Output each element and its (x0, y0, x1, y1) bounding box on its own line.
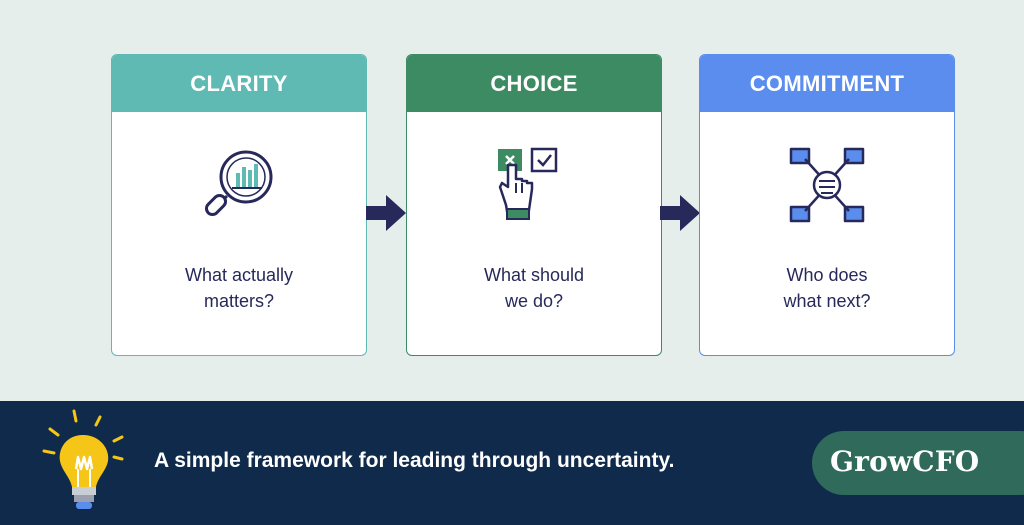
card-question: What should we do? (483, 265, 585, 311)
magnifier-chart-icon (112, 145, 366, 225)
clarity-card: CLARITY What actually matters? (111, 54, 367, 356)
footer-banner: A simple framework for leading through u… (0, 401, 1024, 525)
logo-text: GrowCFO (830, 445, 980, 478)
team-hands-icon (700, 145, 954, 225)
card-title: COMMITMENT (700, 55, 954, 112)
growcfo-logo[interactable]: GrowCFO (812, 431, 1024, 495)
arrow-right-icon (660, 195, 700, 231)
arrow-right-icon (366, 195, 406, 231)
card-title: CHOICE (407, 55, 661, 112)
choice-card: CHOICE What should we do? (406, 54, 662, 356)
lightbulb-icon (42, 409, 124, 509)
card-question: Who does what next? (783, 265, 871, 311)
card-title: CLARITY (112, 55, 366, 112)
commitment-card: COMMITMENT Who does what next? (699, 54, 955, 356)
card-question: What actually matters? (184, 265, 294, 311)
tagline: A simple framework for leading through u… (154, 449, 675, 472)
hand-checkbox-icon (407, 145, 661, 225)
